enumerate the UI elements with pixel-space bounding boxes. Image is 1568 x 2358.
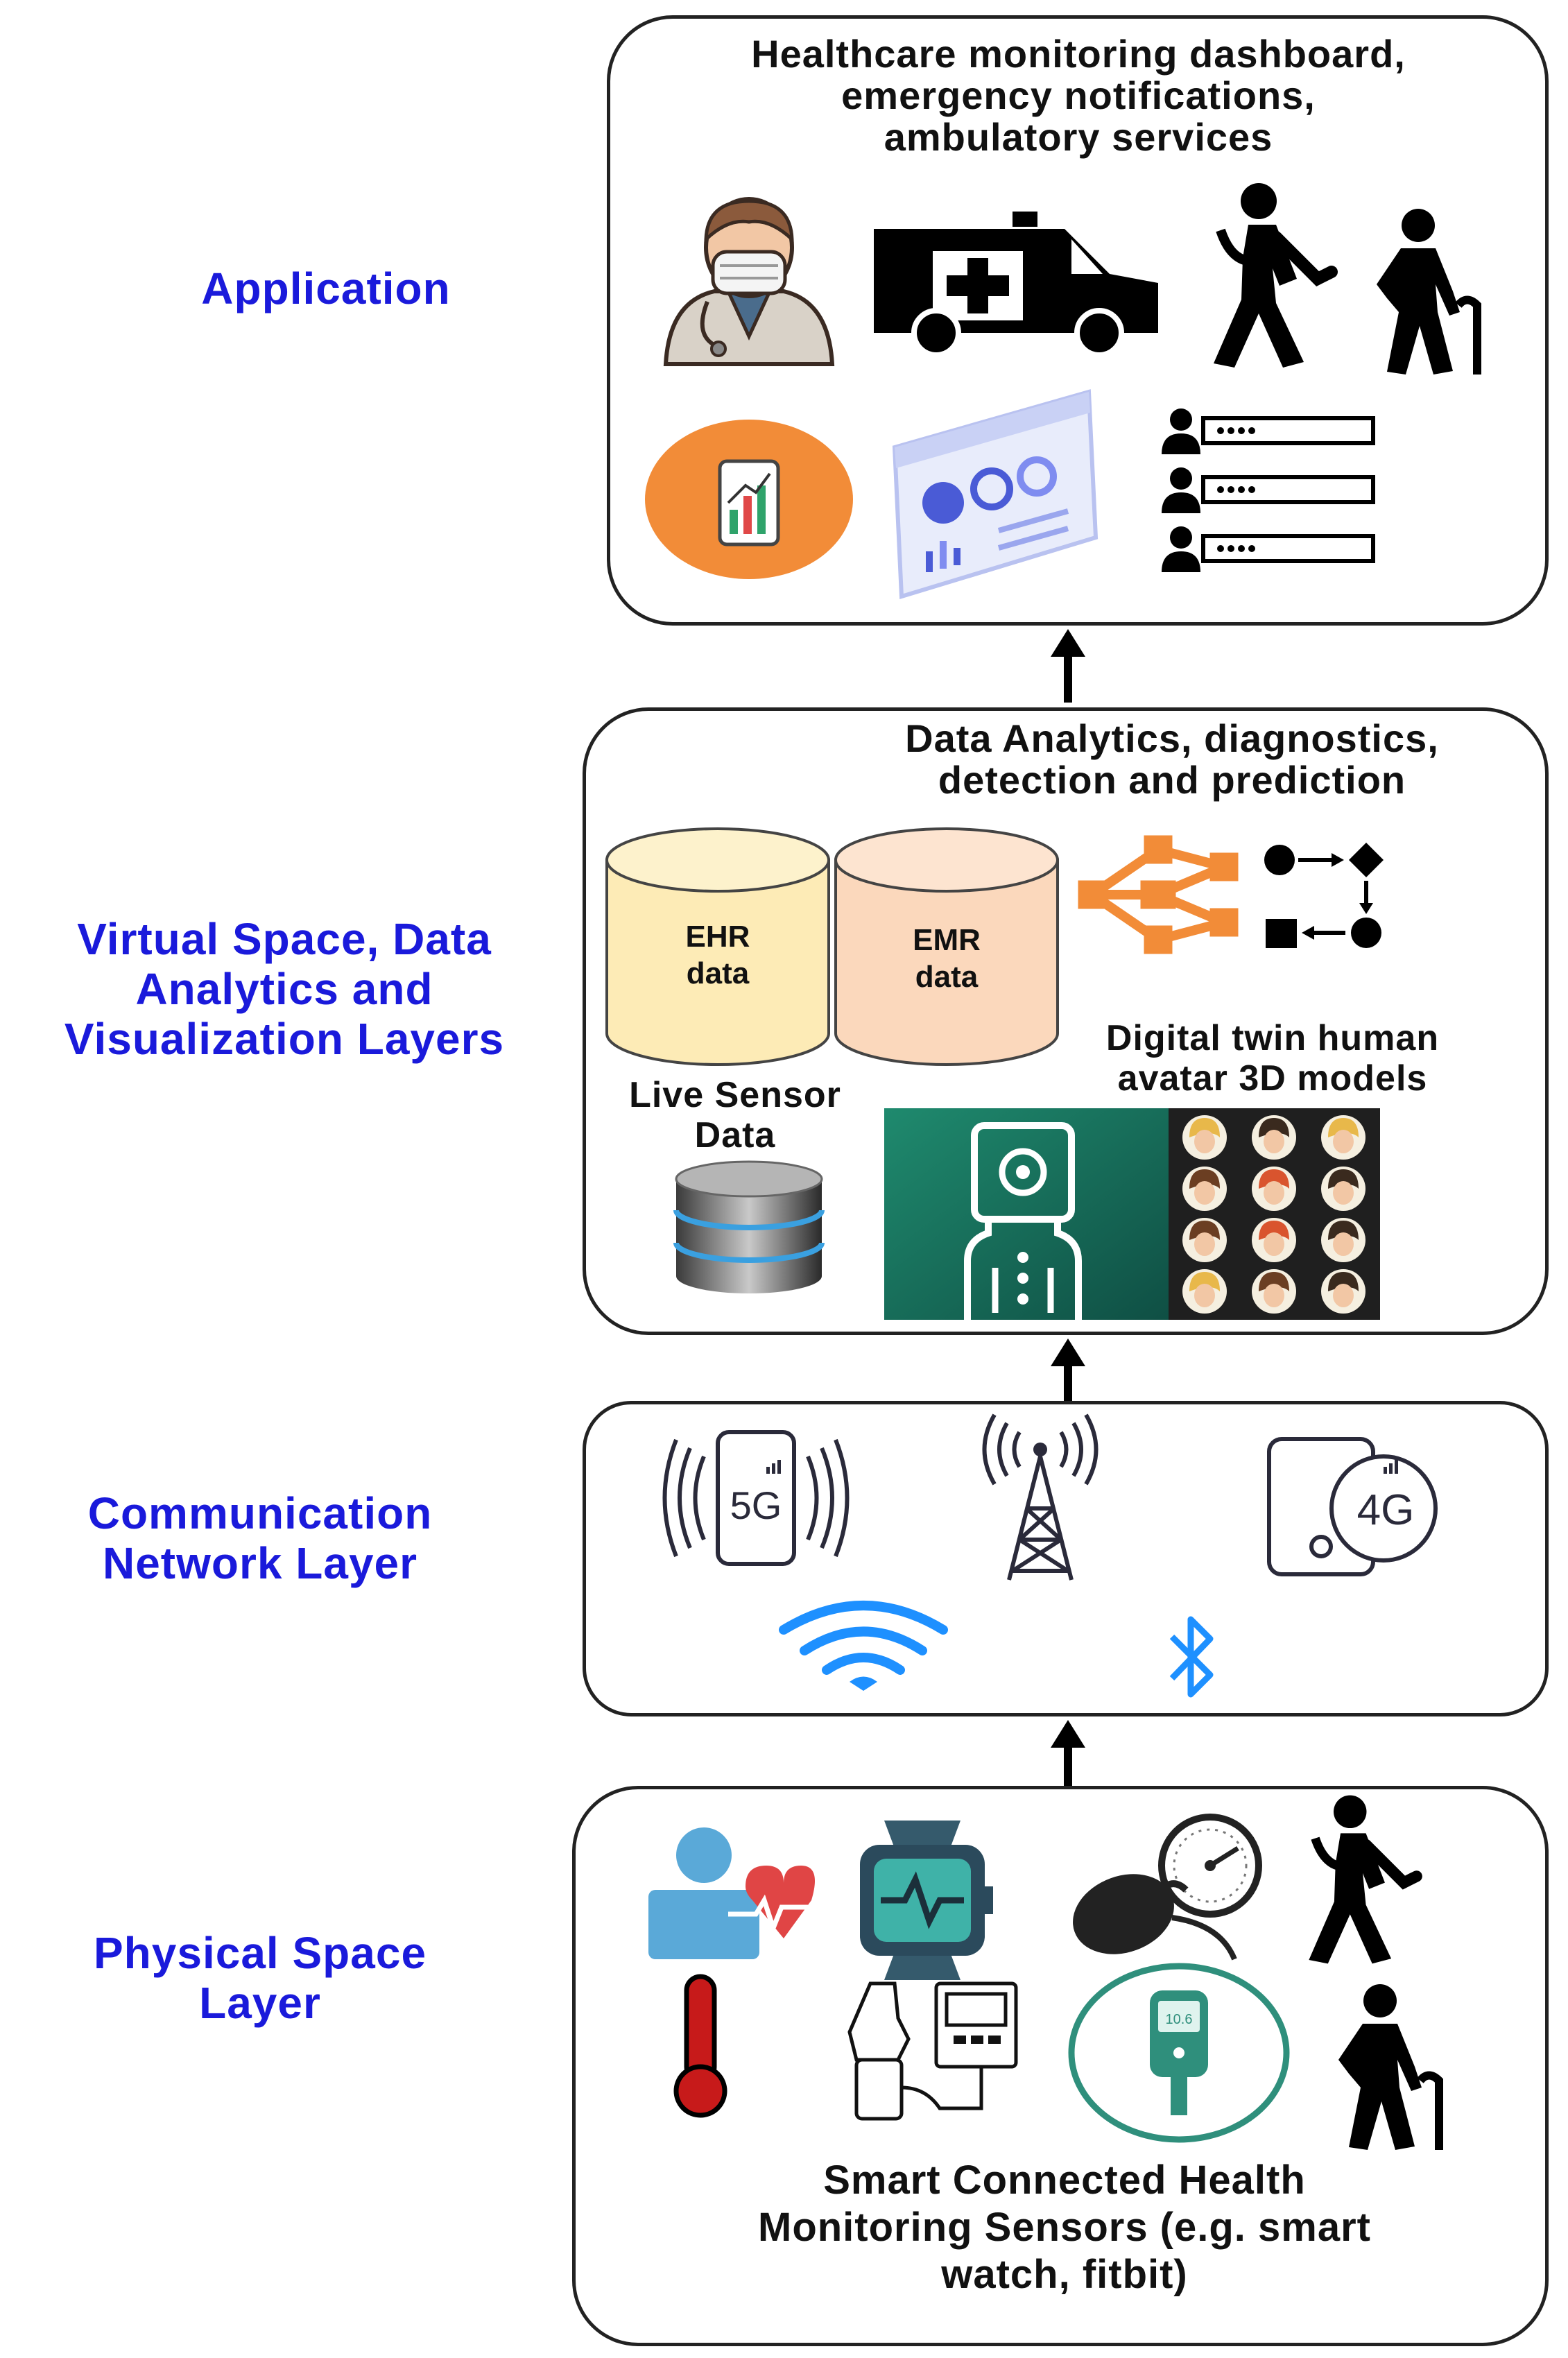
avatar-hair: [1189, 1272, 1220, 1291]
avatar-skin: [1333, 1232, 1354, 1256]
patient-list-icon: [1162, 408, 1375, 572]
avatar-hair: [1328, 1169, 1359, 1189]
caption-line: avatar 3D models: [1117, 1058, 1428, 1099]
avatar-hair: [1259, 1118, 1289, 1137]
avatar-hair: [1189, 1118, 1220, 1137]
layer-label-communication: Communication Network Layer: [21, 1488, 499, 1588]
avatar-grid-icon: [1169, 1108, 1380, 1320]
neural-network-icon: [1078, 835, 1239, 954]
caption-line: detection and prediction: [938, 758, 1406, 802]
caption-line: Healthcare monitoring dashboard,: [751, 32, 1406, 76]
four-g-label: 4G: [1357, 1486, 1415, 1534]
avatar-skin: [1333, 1130, 1354, 1153]
robot-avatar-icon: [884, 1108, 1169, 1320]
label-line: Visualization Layers: [64, 1014, 505, 1064]
label-line: Virtual Space, Data: [77, 914, 492, 964]
ehr-data-label: data: [687, 956, 750, 990]
glucose-reading: 10.6: [1166, 2012, 1193, 2027]
cell-tower-icon: [982, 1413, 1099, 1581]
ehr-cylinder: EHR data: [605, 827, 830, 1066]
avatar-skin: [1194, 1284, 1215, 1307]
virtual-caption: Data Analytics, diagnostics, detection a…: [825, 718, 1519, 801]
database-icon: [673, 1160, 825, 1293]
injured-walker-icon: [1309, 1795, 1422, 1964]
label-line: Network Layer: [102, 1538, 418, 1588]
thermometer-icon: [673, 1974, 727, 2118]
avatar-skin: [1194, 1181, 1215, 1205]
caption-line: Smart Connected Health: [823, 2158, 1306, 2203]
arrow-up-3: [1051, 1720, 1085, 1787]
patient-heart-icon: [648, 1827, 815, 1959]
wifi-icon: [779, 1601, 948, 1691]
emr-cylinder: EMR data: [834, 827, 1059, 1066]
avatar-skin: [1333, 1284, 1354, 1307]
layer-label-physical: Physical Space Layer: [21, 1928, 499, 2028]
avatar-hair: [1259, 1272, 1289, 1291]
smartwatch-icon: [860, 1821, 993, 1980]
layer-label-application: Application: [118, 264, 534, 313]
caption-line: emergency notifications,: [841, 74, 1316, 117]
doctor-icon: [663, 197, 835, 366]
label-line: Communication: [87, 1488, 433, 1538]
caption-line: watch, fitbit): [941, 2252, 1188, 2297]
phone-4g-icon: 4G: [1267, 1437, 1438, 1576]
ambulance-icon: [874, 212, 1158, 358]
digital-twin-caption: Digital twin human avatar 3D models: [1054, 1018, 1491, 1099]
avatar-hair: [1328, 1221, 1359, 1240]
bp-monitor-icon: [847, 1981, 1018, 2121]
avatar-hair: [1189, 1169, 1220, 1189]
caption-line: Monitoring Sensors (e.g. smart: [758, 2205, 1371, 2250]
avatar-hair: [1259, 1221, 1289, 1240]
avatar-skin: [1194, 1232, 1215, 1256]
avatar-hair: [1328, 1118, 1359, 1137]
emr-data-label: data: [915, 960, 979, 994]
avatar-hair: [1259, 1169, 1289, 1189]
arrow-up-1: [1051, 629, 1085, 703]
avatar-hair: [1328, 1272, 1359, 1291]
elderly-cane-icon: [1377, 209, 1481, 375]
avatar-skin: [1264, 1130, 1284, 1153]
physical-caption: Smart Connected Health Monitoring Sensor…: [596, 2157, 1533, 2298]
avatar-skin: [1264, 1284, 1284, 1307]
label-line: Layer: [199, 1978, 321, 2028]
avatar-skin: [1264, 1232, 1284, 1256]
phone-5g-icon: 5G: [662, 1430, 850, 1566]
caption-line: ambulatory services: [884, 115, 1273, 159]
five-g-label: 5G: [730, 1483, 782, 1527]
avatar-skin: [1194, 1130, 1215, 1153]
ehr-label: EHR: [686, 920, 750, 954]
avatar-hair: [1189, 1221, 1220, 1240]
dashboard-screen-icon: [892, 389, 1099, 599]
injured-walker-icon: [1214, 183, 1338, 368]
bluetooth-icon: [1169, 1616, 1214, 1698]
avatar-skin: [1264, 1181, 1284, 1205]
emr-label: EMR: [913, 923, 981, 957]
application-caption: Healthcare monitoring dashboard, emergen…: [624, 33, 1533, 158]
caption-line: Live Sensor: [629, 1075, 841, 1115]
tablet-chart-icon: [645, 420, 853, 579]
label-line: Analytics and: [135, 964, 433, 1014]
caption-line: Digital twin human: [1105, 1018, 1440, 1058]
caption-line: Data: [694, 1115, 776, 1155]
layer-label-virtual: Virtual Space, Data Analytics and Visual…: [7, 914, 562, 1064]
elderly-cane-icon: [1338, 1984, 1443, 2150]
avatar-skin: [1333, 1181, 1354, 1205]
live-sensor-caption: Live Sensor Data: [596, 1075, 874, 1155]
blood-pressure-gauge-icon: [1073, 1814, 1262, 1961]
arrow-up-2: [1051, 1339, 1085, 1402]
label-line: Physical Space: [93, 1928, 427, 1978]
caption-line: Data Analytics, diagnostics,: [905, 716, 1439, 760]
label-line: Application: [201, 264, 451, 313]
glucose-meter-icon: 10.6: [1068, 1963, 1290, 2143]
workflow-icon: [1264, 843, 1384, 948]
